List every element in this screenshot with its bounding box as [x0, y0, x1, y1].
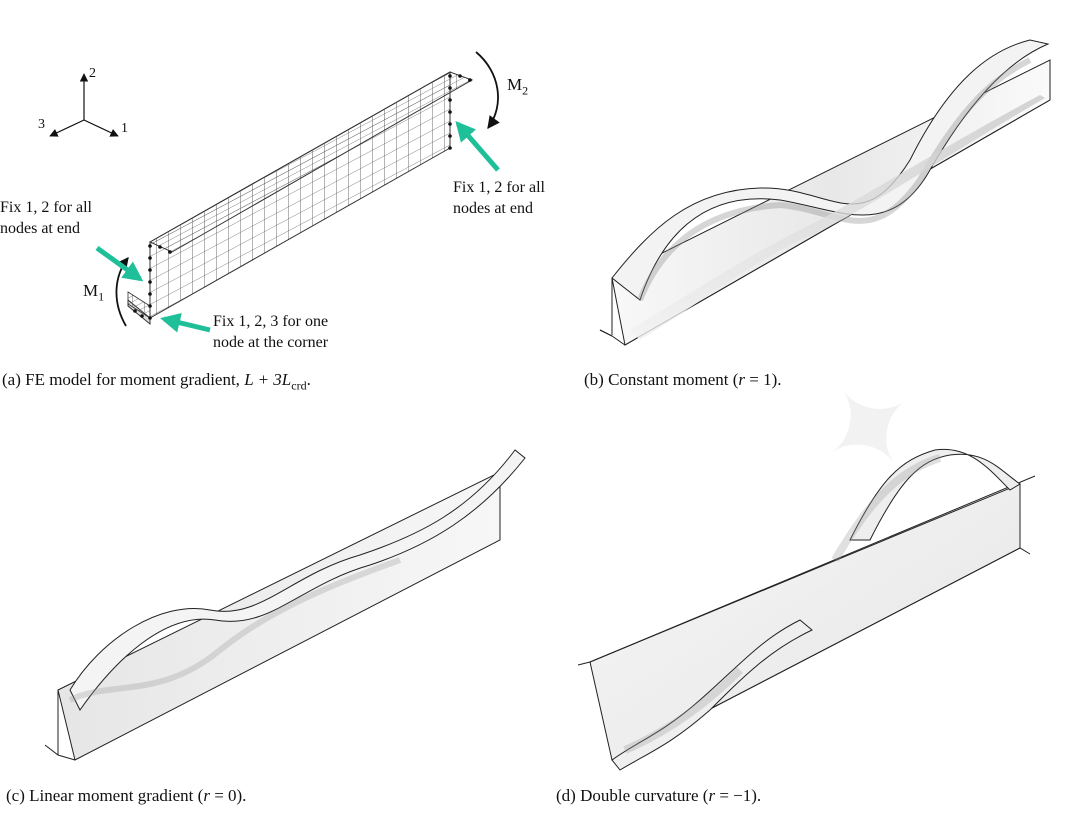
- moment-m2-label: M2: [507, 75, 529, 98]
- fe-model-drawing: [49, 51, 500, 333]
- annotation-left-end: Fix 1, 2 for all nodes at end: [0, 199, 92, 237]
- end-nodes-left: [133, 244, 172, 320]
- axis-label-3: 3: [38, 117, 45, 132]
- teal-arrow-right: [455, 120, 500, 172]
- caption-a: (a) FE model for moment gradient, L + 3L…: [2, 370, 311, 393]
- beam-top-flange-mesh: [148, 71, 474, 253]
- moment-m2-arrow: [475, 51, 500, 130]
- axis-label-2: 2: [89, 66, 96, 81]
- teal-arrow-left: [95, 245, 144, 282]
- annotation-right-end: Fix 1, 2 for all nodes at end: [453, 179, 545, 217]
- end-nodes-right: [448, 74, 472, 150]
- panel-a: 2 1 3 M2 M1 Fix 1, 2 for all nodes at en…: [0, 0, 560, 400]
- caption-d: (d) Double curvature (r = −1).: [556, 786, 762, 805]
- caption-b: (b) Constant moment (r = 1).: [584, 370, 782, 389]
- teal-arrow-corner: [160, 312, 211, 333]
- moment-m1-label: M1: [83, 281, 105, 304]
- coordinate-triad: [49, 73, 119, 137]
- caption-c: (c) Linear moment gradient (r = 0).: [6, 786, 247, 805]
- axis-label-1: 1: [121, 121, 128, 136]
- annotation-corner: Fix 1, 2, 3 for one node at the corner: [213, 313, 329, 351]
